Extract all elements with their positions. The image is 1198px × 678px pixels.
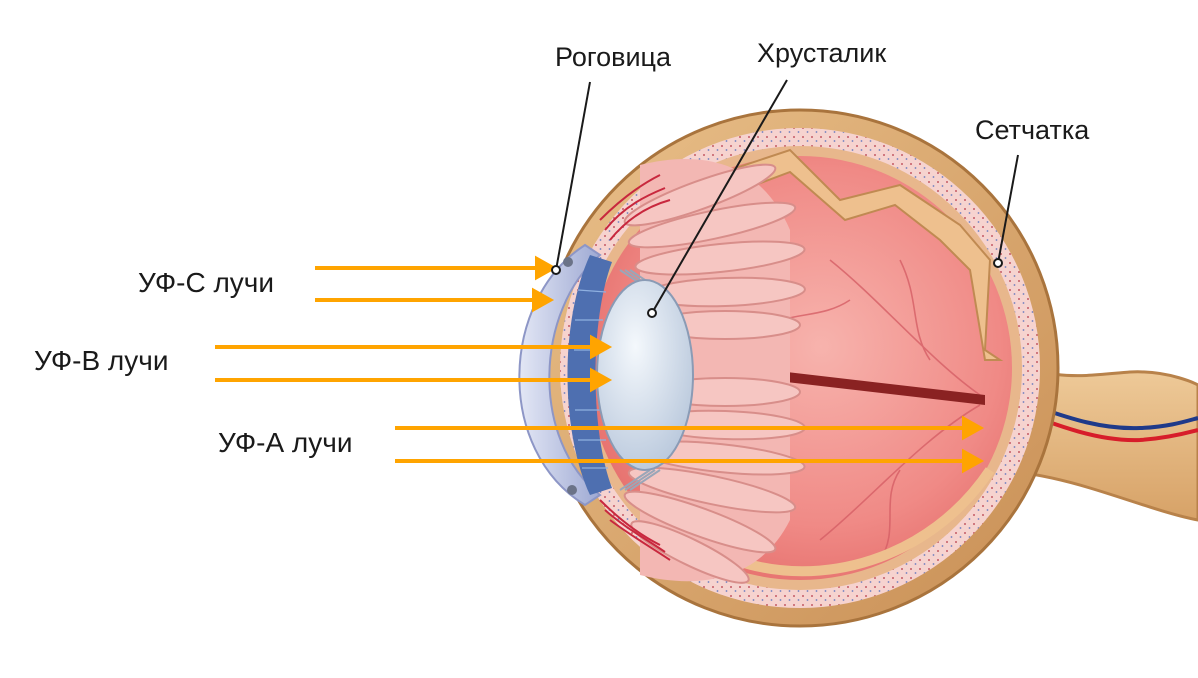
uv-rays [215,255,985,474]
lens [596,279,694,471]
lens-leader [651,79,788,314]
uvc-label: УФ-С лучи [138,267,274,298]
lens-label: Хрусталик [757,38,886,68]
uva-label: УФ-А лучи [218,427,353,458]
ciliary-muscle [599,174,671,561]
leader-lines [551,79,1019,318]
uvb-label: УФ-В лучи [34,345,169,376]
cornea-label: Роговица [555,42,672,72]
cutaway-edge [698,148,1004,361]
iris [567,255,612,495]
lower-wall [733,467,995,577]
cornea-dot-bottom [567,485,577,495]
cornea-leader [555,81,591,271]
cornea [518,243,602,507]
ciliary-body [623,158,806,584]
retina-label: Сетчатка [975,115,1090,145]
cornea-dot-top [563,257,573,267]
retina-leader [997,154,1019,264]
